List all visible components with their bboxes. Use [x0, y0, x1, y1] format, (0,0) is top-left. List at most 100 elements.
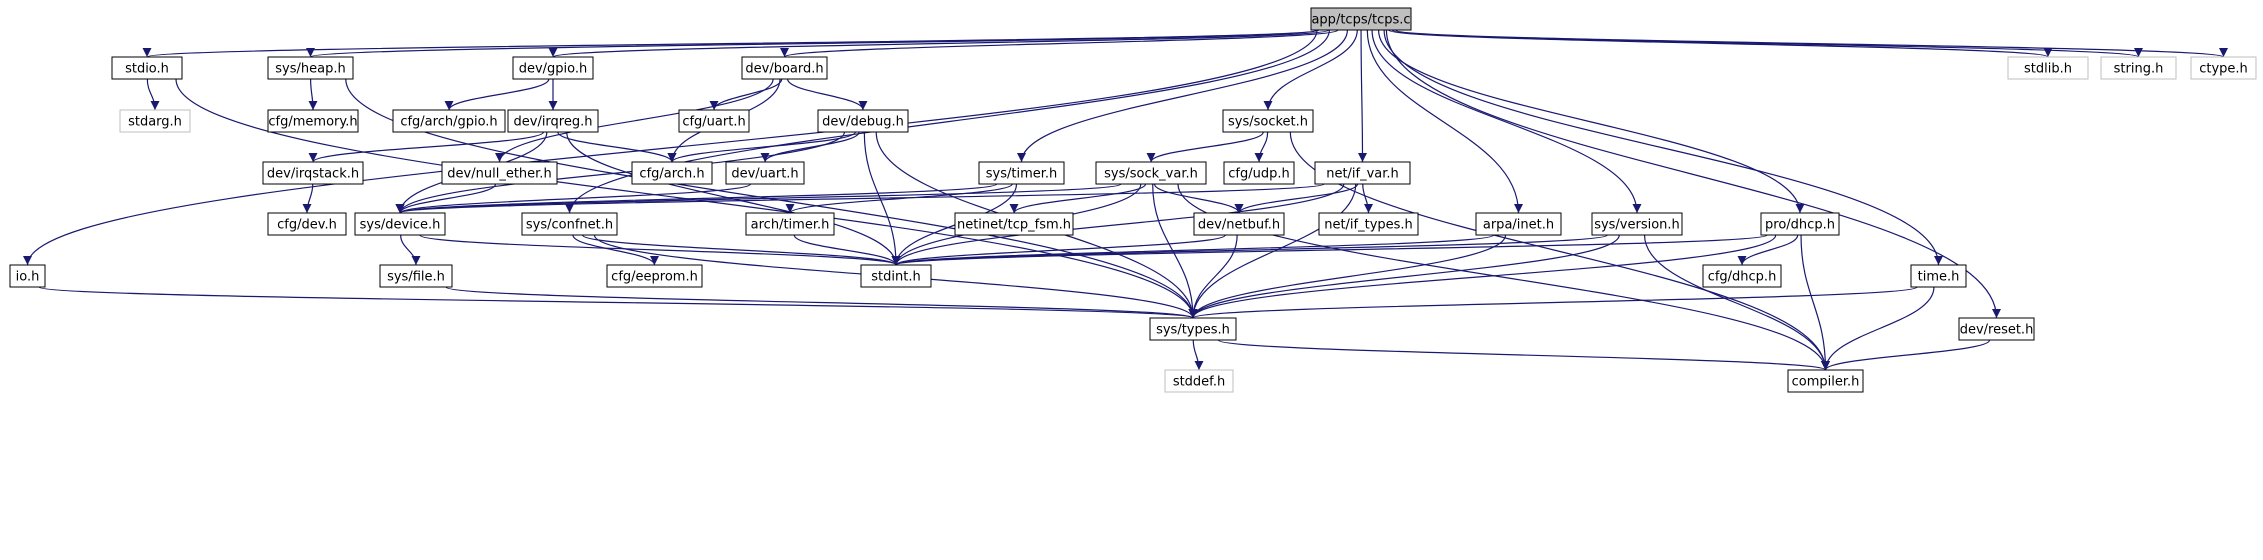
node-inet[interactable]: arpa/inet.h	[1475, 212, 1562, 236]
node-confnet[interactable]: sys/confnet.h	[521, 212, 618, 236]
edge-root-to-timeh	[1383, 29, 1943, 266]
node-heap[interactable]: sys/heap.h	[267, 56, 354, 80]
node-label-root: app/tcps/tcps.c	[1311, 13, 1410, 28]
node-label-types: sys/types.h	[1156, 323, 1230, 338]
node-irqstack[interactable]: dev/irqstack.h	[262, 161, 364, 185]
node-cfgudp[interactable]: cfg/udp.h	[1223, 161, 1295, 185]
node-devuart[interactable]: dev/uart.h	[725, 161, 805, 185]
node-root[interactable]: app/tcps/tcps.c	[1310, 7, 1412, 31]
edge-irqreg-to-stdint	[566, 131, 901, 266]
node-label-cfgdhcp: cfg/dhcp.h	[1708, 270, 1777, 285]
node-compiler[interactable]: compiler.h	[1787, 369, 1864, 393]
edge-timer-to-archtimer	[785, 183, 1013, 214]
node-box-heap	[267, 56, 354, 80]
node-label-inet: arpa/inet.h	[1483, 218, 1554, 233]
node-dhcp[interactable]: pro/dhcp.h	[1760, 212, 1840, 236]
node-stdint[interactable]: stdint.h	[860, 264, 932, 288]
node-stdio[interactable]: stdio.h	[111, 56, 183, 80]
node-box-inet	[1475, 212, 1562, 236]
node-label-stdio: stdio.h	[125, 62, 169, 77]
node-irqreg[interactable]: dev/irqreg.h	[507, 109, 599, 133]
node-label-cfgdev: cfg/dev.h	[277, 218, 337, 233]
node-label-cfgudp: cfg/udp.h	[1228, 167, 1289, 182]
edge-debug-to-cfgarch	[667, 131, 856, 163]
node-label-dhcp: pro/dhcp.h	[1765, 218, 1835, 233]
node-box-archtimer	[745, 212, 835, 236]
node-sockvar[interactable]: sys/sock_var.h	[1095, 161, 1207, 185]
node-sysfile[interactable]: sys/file.h	[379, 264, 453, 288]
edge-debug-to-device	[395, 131, 846, 214]
node-ioh[interactable]: io.h	[9, 264, 46, 288]
edge-ifvar-to-netbuf	[1234, 183, 1359, 214]
node-device[interactable]: sys/device.h	[354, 212, 446, 236]
node-label-irqreg: dev/irqreg.h	[514, 115, 593, 130]
node-version[interactable]: sys/version.h	[1591, 212, 1683, 236]
node-ifvar[interactable]: net/if_var.h	[1314, 161, 1411, 185]
edge-reset-to-compiler	[1821, 339, 1991, 371]
edge-root-to-timer	[1017, 29, 1349, 163]
node-label-stddef: stddef.h	[1173, 375, 1225, 390]
node-box-memory	[267, 109, 359, 133]
node-label-devuart: dev/uart.h	[731, 167, 798, 182]
node-box-ifvar	[1314, 161, 1411, 185]
node-box-reset	[1958, 317, 2035, 341]
edge-dhcp-to-stdint	[892, 234, 1768, 266]
node-netbuf[interactable]: dev/netbuf.h	[1193, 212, 1285, 236]
edge-stdio-to-stdarg	[146, 78, 160, 111]
node-box-cfgudp	[1223, 161, 1295, 185]
edge-root-to-ctype	[1394, 29, 2228, 58]
node-socket[interactable]: sys/socket.h	[1222, 109, 1314, 133]
edge-dhcp-to-cfgdhcp	[1737, 234, 1799, 266]
node-timer[interactable]: sys/timer.h	[978, 161, 1065, 185]
node-box-stdarg	[119, 109, 191, 133]
node-box-netbuf	[1193, 212, 1285, 236]
edge-root-to-ioh	[23, 29, 1318, 266]
node-timeh[interactable]: time.h	[1910, 264, 1967, 288]
node-label-gpio: dev/gpio.h	[519, 62, 588, 77]
node-cfgdev[interactable]: cfg/dev.h	[267, 212, 347, 236]
node-label-cfguart: cfg/uart.h	[682, 115, 745, 130]
node-cfguart[interactable]: cfg/uart.h	[678, 109, 750, 133]
edge-version-to-compiler	[1643, 234, 1830, 371]
node-box-timeh	[1910, 264, 1967, 288]
node-archtimer[interactable]: arch/timer.h	[745, 212, 835, 236]
node-box-sysfile	[379, 264, 453, 288]
edge-dhcp-to-types	[1188, 234, 1777, 319]
node-label-memory: cfg/memory.h	[268, 115, 357, 130]
node-debug[interactable]: dev/debug.h	[817, 109, 909, 133]
node-box-stdint	[860, 264, 932, 288]
node-box-types	[1149, 317, 1237, 341]
edge-board-to-nullether	[495, 78, 774, 163]
node-stdarg: stdarg.h	[119, 109, 191, 133]
node-ctype: ctype.h	[2190, 56, 2257, 80]
node-gpio[interactable]: dev/gpio.h	[512, 56, 594, 80]
node-stddef: stddef.h	[1164, 369, 1234, 393]
node-memory[interactable]: cfg/memory.h	[267, 109, 359, 133]
node-archgpio[interactable]: cfg/arch/gpio.h	[392, 109, 506, 133]
node-label-netbuf: dev/netbuf.h	[1198, 218, 1280, 233]
node-cfgdhcp[interactable]: cfg/dhcp.h	[1702, 264, 1782, 288]
node-label-timer: sys/timer.h	[986, 167, 1058, 182]
node-box-archgpio	[392, 109, 506, 133]
node-board[interactable]: dev/board.h	[741, 56, 828, 80]
edge-device-to-sysfile	[400, 234, 421, 266]
node-iftypes[interactable]: net/if_types.h	[1318, 212, 1419, 236]
node-tcpfsm[interactable]: netinet/tcp_fsm.h	[954, 212, 1074, 236]
node-box-stddef	[1164, 369, 1234, 393]
edge-root-to-stdio	[143, 29, 1318, 58]
node-nullether[interactable]: dev/null_ether.h	[441, 161, 558, 185]
edge-timeh-to-compiler	[1821, 286, 1935, 371]
node-eeprom[interactable]: cfg/eeprom.h	[606, 264, 703, 288]
node-label-version: sys/version.h	[1594, 218, 1680, 233]
nodes-layer: app/tcps/tcps.c stdio.h sys/heap.h dev/gpio…	[9, 7, 2257, 393]
node-box-cfgarch	[631, 161, 713, 185]
node-types[interactable]: sys/types.h	[1149, 317, 1237, 341]
node-cfgarch[interactable]: cfg/arch.h	[631, 161, 713, 185]
node-box-stdio	[111, 56, 183, 80]
node-box-nullether	[441, 161, 558, 185]
node-label-cfgarch: cfg/arch.h	[639, 167, 704, 182]
node-reset[interactable]: dev/reset.h	[1958, 317, 2035, 341]
edge-board-to-debug	[787, 78, 868, 111]
edge-dhcp-to-compiler	[1800, 234, 1830, 371]
